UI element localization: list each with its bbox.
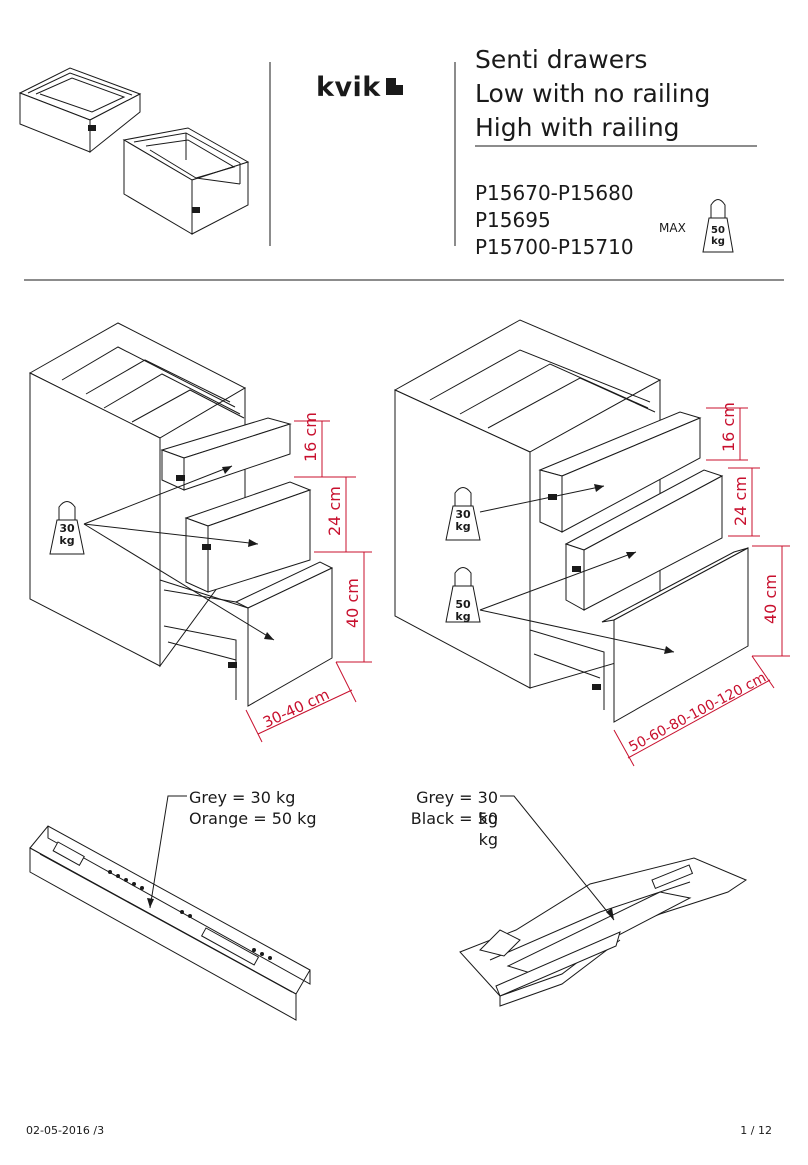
cabinets-illustration: [28, 319, 790, 767]
page-title-line-3: High with railing: [475, 113, 680, 142]
max-weight-icon: [702, 199, 734, 253]
product-code-3: P15700-P15710: [475, 235, 634, 259]
right-rail-leader: [500, 795, 615, 921]
brand-logo: kvik: [316, 72, 381, 103]
left-depth: 30-40 cm: [260, 685, 332, 731]
right-weight-unit-50: kg: [455, 610, 471, 623]
right-depth: 50-60-80-100-120 cm: [626, 670, 769, 756]
dimension-labels: 16 cm 24 cm 40 cm 30-40 cm 16 cm 24 cm 4…: [260, 402, 780, 756]
left-height-top: 16 cm: [301, 412, 320, 462]
right-weight-unit-30: kg: [455, 520, 471, 533]
product-code-2: P15695: [475, 208, 551, 232]
rails-illustration: [29, 795, 748, 1021]
header-drawers-illustration: [18, 62, 784, 281]
low-drawer-drawing: [18, 67, 142, 154]
right-height-middle: 24 cm: [731, 476, 750, 526]
left-rail-label-2: Orange = 50 kg: [189, 809, 317, 828]
max-label: MAX: [659, 221, 686, 235]
product-code-1: P15670-P15680: [475, 181, 634, 205]
left-rail-leader: [149, 795, 187, 909]
right-weight-icon-50: [445, 567, 481, 623]
right-dimension-lines: [613, 407, 790, 767]
right-rail-label-2: Black = 50 kg: [410, 809, 498, 849]
right-weight-value-30: 30: [455, 508, 471, 521]
page-title-line-1: Senti drawers: [475, 45, 648, 74]
high-drawer-drawing: [122, 127, 250, 235]
left-weight-value: 30: [59, 522, 75, 535]
left-dimension-lines: [245, 420, 372, 743]
right-weight-icon-30: [445, 487, 481, 541]
brand-logo-mark: [386, 78, 403, 95]
right-height-bottom: 40 cm: [761, 574, 780, 624]
right-weight-value-50: 50: [455, 598, 471, 611]
left-weight-arrows: [83, 465, 275, 641]
left-weight-unit: kg: [59, 534, 75, 547]
max-weight-unit: kg: [711, 236, 725, 247]
left-height-middle: 24 cm: [325, 486, 344, 536]
left-rail-label-1: Grey = 30 kg: [189, 788, 296, 807]
right-weight-arrows: [479, 485, 675, 653]
left-height-bottom: 40 cm: [343, 578, 362, 628]
left-rail-drawing: [29, 825, 311, 1021]
right-rail-drawing: [459, 857, 748, 1007]
page-title-line-2: Low with no railing: [475, 79, 711, 108]
footer-page-number: 1 / 12: [740, 1124, 772, 1137]
footer-date: 02-05-2016 /3: [26, 1124, 105, 1137]
right-height-top: 16 cm: [719, 402, 738, 452]
right-rail-label-1: Grey = 30 kg: [416, 788, 498, 828]
left-weight-icon: [49, 501, 85, 555]
max-weight-value: 50: [711, 225, 725, 236]
